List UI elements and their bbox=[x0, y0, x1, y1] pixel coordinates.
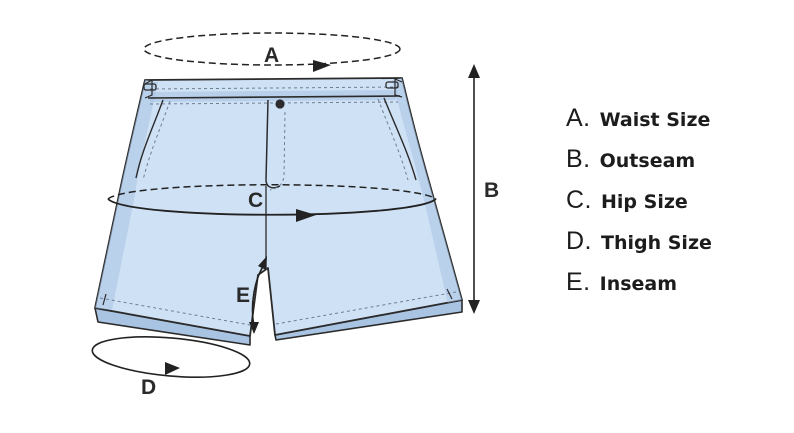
waist-ellipse bbox=[143, 32, 401, 66]
legend-text: Hip Size bbox=[601, 191, 688, 213]
legend-letter: D. bbox=[566, 227, 592, 255]
side-tab-left bbox=[144, 78, 153, 99]
inseam-arrow-bottom-icon bbox=[249, 322, 259, 334]
waist-inner-shade bbox=[150, 90, 398, 102]
legend-text: Thigh Size bbox=[601, 232, 712, 254]
right-pocket-stitch bbox=[377, 98, 409, 181]
legend-item-thigh: D. Thigh Size bbox=[566, 227, 786, 268]
hip-arrow-icon bbox=[296, 209, 316, 222]
belt-loop-left bbox=[143, 83, 157, 91]
legend-item-hip: C. Hip Size bbox=[566, 186, 786, 227]
legend-letter: A. bbox=[566, 104, 591, 132]
legend-letter: C. bbox=[566, 186, 592, 214]
left-pocket-stitch bbox=[142, 100, 171, 181]
legend-letter: B. bbox=[566, 145, 591, 173]
fly-seam bbox=[265, 99, 281, 189]
right-pocket-line bbox=[383, 97, 417, 181]
right-hem-stitch bbox=[275, 291, 457, 325]
left-pocket-line bbox=[135, 99, 164, 179]
left-side-shade bbox=[95, 80, 158, 310]
legend-text: Waist Size bbox=[599, 109, 711, 131]
thigh-ellipse bbox=[91, 336, 251, 378]
fly-stitch bbox=[269, 111, 286, 191]
waistband-stitch-low bbox=[149, 101, 399, 105]
hip-label: C bbox=[248, 189, 263, 212]
waistband-line bbox=[147, 95, 401, 99]
measurement-legend: A. Waist Size B. Outseam C. Hip Size D. … bbox=[566, 104, 786, 309]
outseam-arrow-bottom-icon bbox=[468, 300, 480, 314]
waist-arrow-icon bbox=[313, 60, 331, 72]
legend-text: Outseam bbox=[599, 150, 696, 172]
right-side-shade bbox=[392, 78, 462, 304]
legend-item-waist: A. Waist Size bbox=[566, 104, 786, 145]
outseam-arrow-top-icon bbox=[468, 64, 480, 78]
measurement-guides bbox=[91, 32, 480, 378]
belt-loop-right bbox=[385, 81, 399, 89]
thigh-arrow-icon bbox=[165, 362, 180, 375]
inseam-arrow-top-icon bbox=[258, 256, 267, 270]
waist-button bbox=[275, 99, 285, 109]
shorts-illustration bbox=[94, 77, 463, 346]
legend-letter: E. bbox=[566, 268, 591, 296]
legend-item-inseam: E. Inseam bbox=[566, 268, 786, 309]
hip-ellipse-front bbox=[107, 198, 437, 216]
hip-ellipse-back bbox=[107, 184, 437, 200]
side-tab-right bbox=[394, 78, 403, 98]
legend-item-outseam: B. Outseam bbox=[566, 145, 786, 186]
right-side-slit bbox=[446, 288, 453, 300]
outseam-label: B bbox=[484, 179, 499, 202]
left-hem-stitch bbox=[99, 297, 251, 326]
waist-label: A bbox=[264, 44, 279, 67]
inseam-label: E bbox=[236, 284, 250, 307]
left-side-slit bbox=[102, 293, 107, 306]
thigh-label: D bbox=[141, 376, 156, 399]
legend-text: Inseam bbox=[599, 273, 678, 295]
